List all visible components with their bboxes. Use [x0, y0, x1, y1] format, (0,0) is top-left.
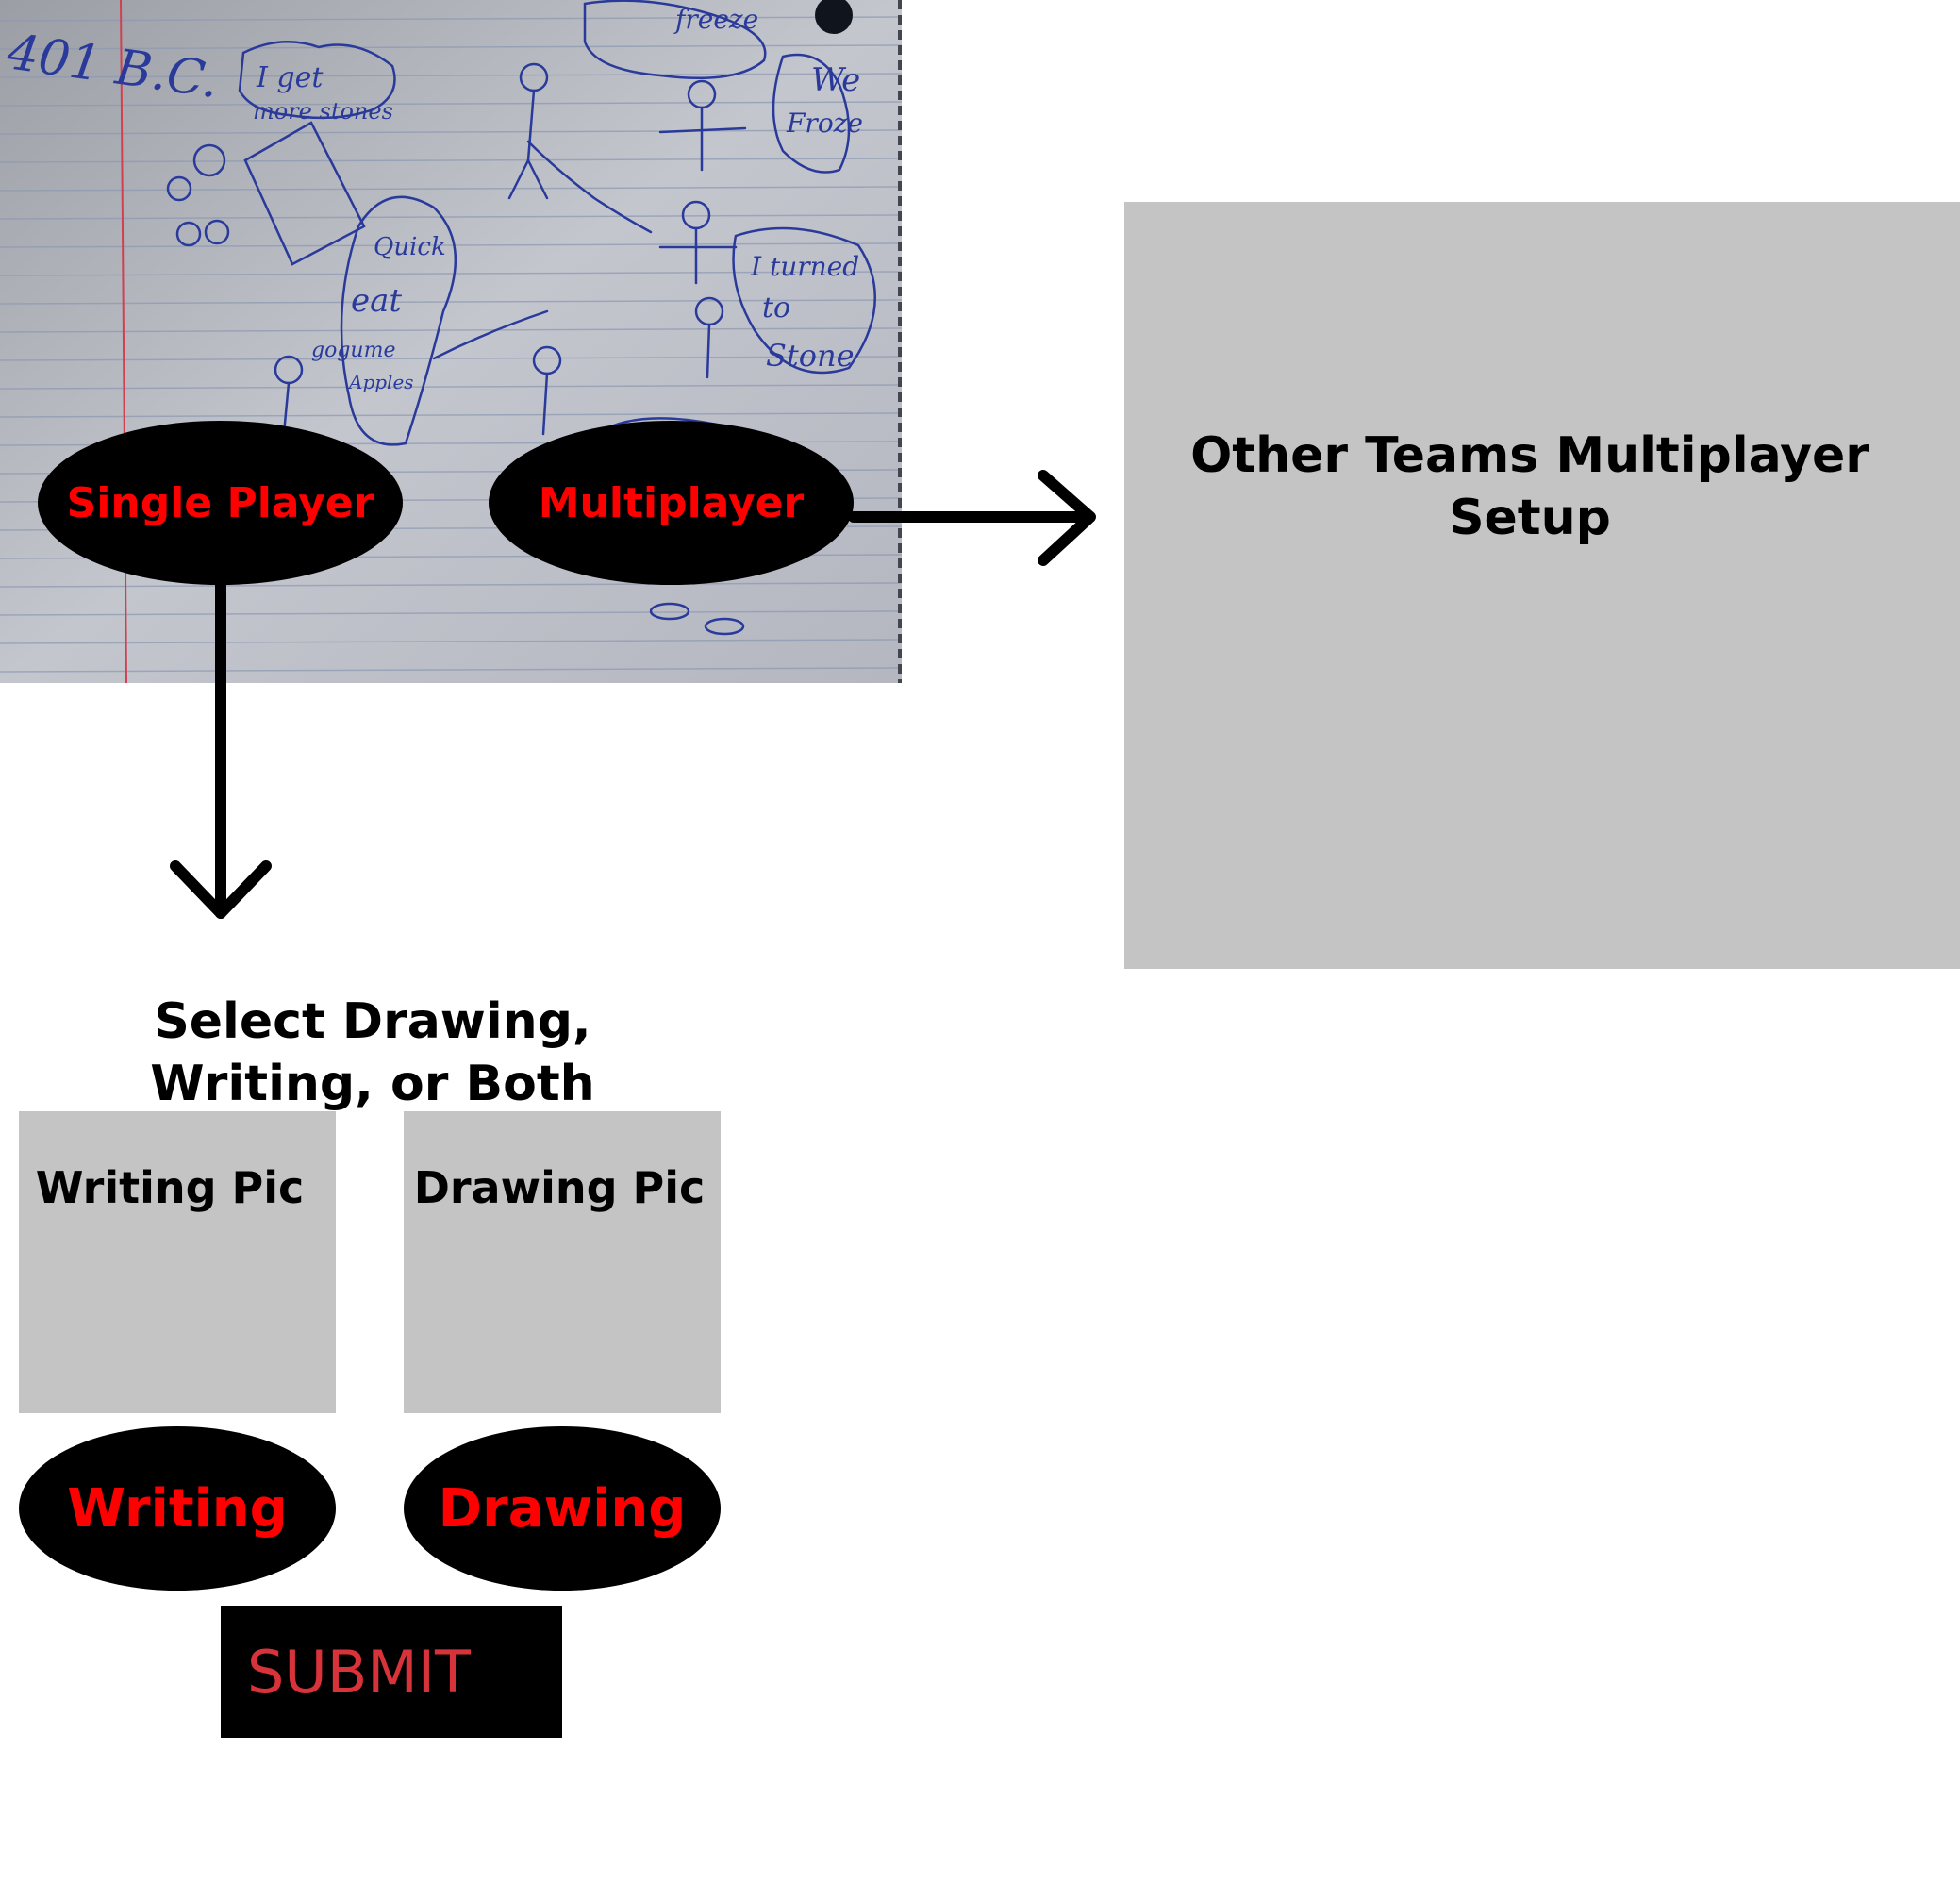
single-player-button[interactable]: Single Player: [38, 421, 403, 585]
svg-text:I get: I get: [256, 61, 324, 94]
svg-text:more stones: more stones: [253, 98, 393, 125]
multiplayer-button[interactable]: Multiplayer: [489, 421, 854, 585]
svg-text:to: to: [762, 292, 790, 325]
notebook-sketch-image: 401 B.C. I get more stones Quick eat gog…: [0, 0, 902, 683]
svg-text:We: We: [811, 61, 860, 99]
svg-text:I turned: I turned: [750, 251, 859, 282]
multiplayer-setup-title: Other Teams Multiplayer Setup: [1190, 427, 1869, 546]
writing-button[interactable]: Writing: [19, 1426, 336, 1591]
drawing-pic-label: Drawing Pic: [413, 1162, 706, 1213]
drawing-button[interactable]: Drawing: [404, 1426, 721, 1591]
svg-text:Froze: Froze: [786, 108, 863, 139]
multiplayer-setup-panel: [1124, 202, 1960, 969]
select-mode-heading: Select Drawing, Writing, or Both: [150, 993, 595, 1112]
arrowhead-right: [1038, 470, 1096, 566]
submit-button[interactable]: SUBMIT: [221, 1606, 562, 1738]
svg-text:Apples: Apples: [347, 371, 414, 393]
writing-pic-placeholder: [19, 1111, 336, 1413]
arrowhead-down: [170, 860, 272, 919]
drawing-pic-placeholder: [404, 1111, 721, 1413]
writing-pic-label: Writing Pic: [35, 1162, 305, 1213]
svg-text:Quick: Quick: [374, 233, 446, 261]
svg-text:eat: eat: [351, 282, 402, 320]
svg-text:Stone: Stone: [766, 338, 855, 374]
svg-text:freeze: freeze: [673, 4, 758, 35]
svg-text:gogume: gogume: [311, 339, 395, 362]
